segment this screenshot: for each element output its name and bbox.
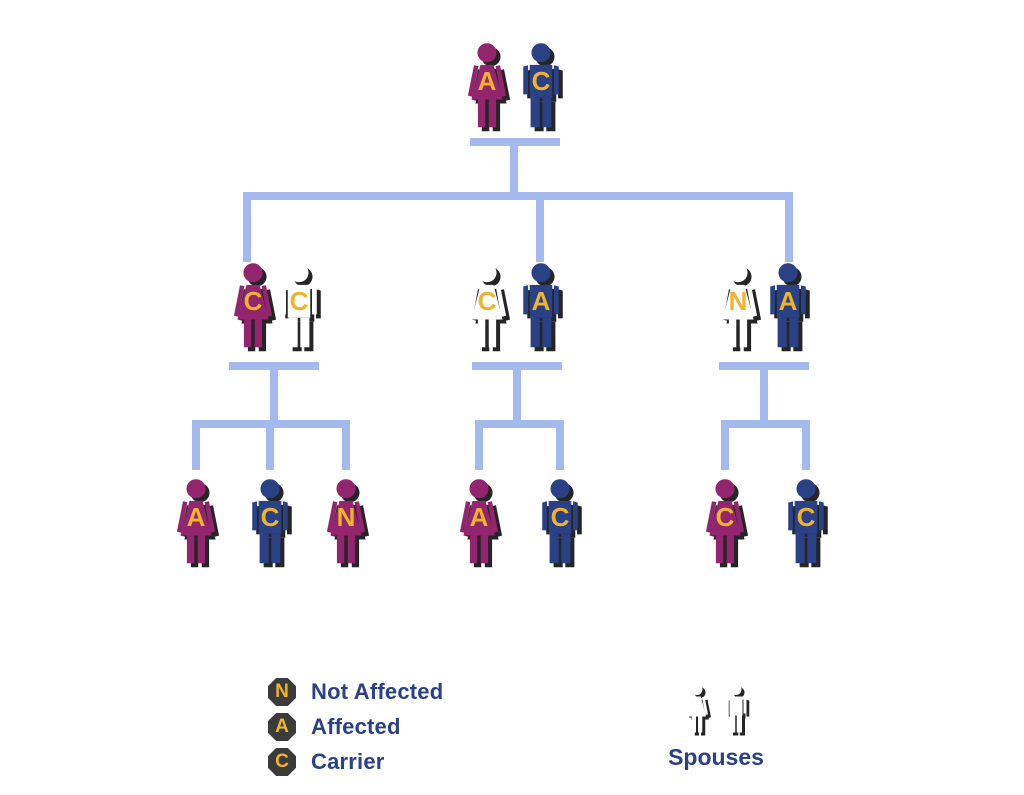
person-gen3-family2-child2: C [534, 478, 586, 574]
legend-label: Affected [311, 714, 401, 739]
status-legend: N Not Affected A Affected C Carrier [268, 678, 443, 783]
person-gen2-family2-son: A [515, 262, 567, 358]
female-figure-icon [685, 684, 708, 733]
person-gen1-father: C [515, 42, 567, 138]
gen1-marriage-line [470, 138, 560, 146]
status-letter: A [469, 502, 489, 532]
family1-marriage-line [229, 362, 319, 370]
family1-sibling-line [192, 420, 350, 428]
status-letter: C [477, 286, 497, 316]
family3-descent-line [760, 370, 768, 420]
spouses-legend: Spouses [658, 682, 774, 771]
status-letter: C [796, 502, 816, 532]
family2-child-drop-1 [475, 428, 483, 470]
person-gen2-family1-daughter: C [227, 262, 279, 358]
family2-marriage-line [472, 362, 562, 370]
person-gen3-family1-child2: C [244, 478, 296, 574]
legend-badge-c: C [268, 748, 296, 776]
person-gen2-family3-spouse: N [712, 262, 764, 358]
person-gen2-family2-spouse: C [461, 262, 513, 358]
status-letter: A [531, 286, 551, 316]
person-gen2-family1-spouse: C [273, 262, 325, 358]
legend-label: Carrier [311, 749, 385, 774]
status-letter: C [243, 286, 263, 316]
gen2-drop-right [785, 196, 793, 262]
legend-label: Not Affected [311, 679, 444, 704]
legend-row-affected: A Affected [268, 713, 443, 741]
legend-row-not-affected: N Not Affected [268, 678, 443, 706]
person-gen3-family2-child1: A [453, 478, 505, 574]
status-letter: C [550, 502, 570, 532]
family3-marriage-line [719, 362, 809, 370]
status-letter: A [186, 502, 206, 532]
family3-child-drop-1 [721, 428, 729, 470]
person-gen3-family3-child1: C [699, 478, 751, 574]
person-gen3-family1-child3: N [320, 478, 372, 574]
status-letter: C [289, 286, 309, 316]
legend-row-carrier: C Carrier [268, 748, 443, 776]
gen2-drop-middle [536, 196, 544, 262]
family1-child-drop-2 [266, 428, 274, 470]
legend-badge-a: A [268, 713, 296, 741]
status-letter: N [728, 286, 748, 316]
family3-child-drop-2 [802, 428, 810, 470]
person-gen3-family3-child2: C [780, 478, 832, 574]
person-gen3-family1-child1: A [170, 478, 222, 574]
family3-sibling-line [721, 420, 810, 428]
family2-sibling-line [475, 420, 564, 428]
status-letter: C [531, 66, 551, 96]
gen1-descent-line [510, 146, 518, 196]
gen2-drop-left [243, 196, 251, 262]
status-letter: A [778, 286, 798, 316]
family2-child-drop-2 [556, 428, 564, 470]
spouses-label: Spouses [668, 744, 764, 770]
gen2-sibling-line [243, 192, 793, 200]
male-figure-icon [725, 684, 746, 733]
spouses-figures [658, 682, 774, 740]
status-letter: A [477, 66, 497, 96]
family1-child-drop-3 [342, 428, 350, 470]
person-gen1-mother: A [461, 42, 513, 138]
family2-descent-line [513, 370, 521, 420]
status-letter: N [336, 502, 356, 532]
person-gen2-family3-son: A [762, 262, 814, 358]
status-letter: C [260, 502, 280, 532]
family1-child-drop-1 [192, 428, 200, 470]
status-letter: C [715, 502, 735, 532]
family1-descent-line [270, 370, 278, 420]
legend-badge-n: N [268, 678, 296, 706]
